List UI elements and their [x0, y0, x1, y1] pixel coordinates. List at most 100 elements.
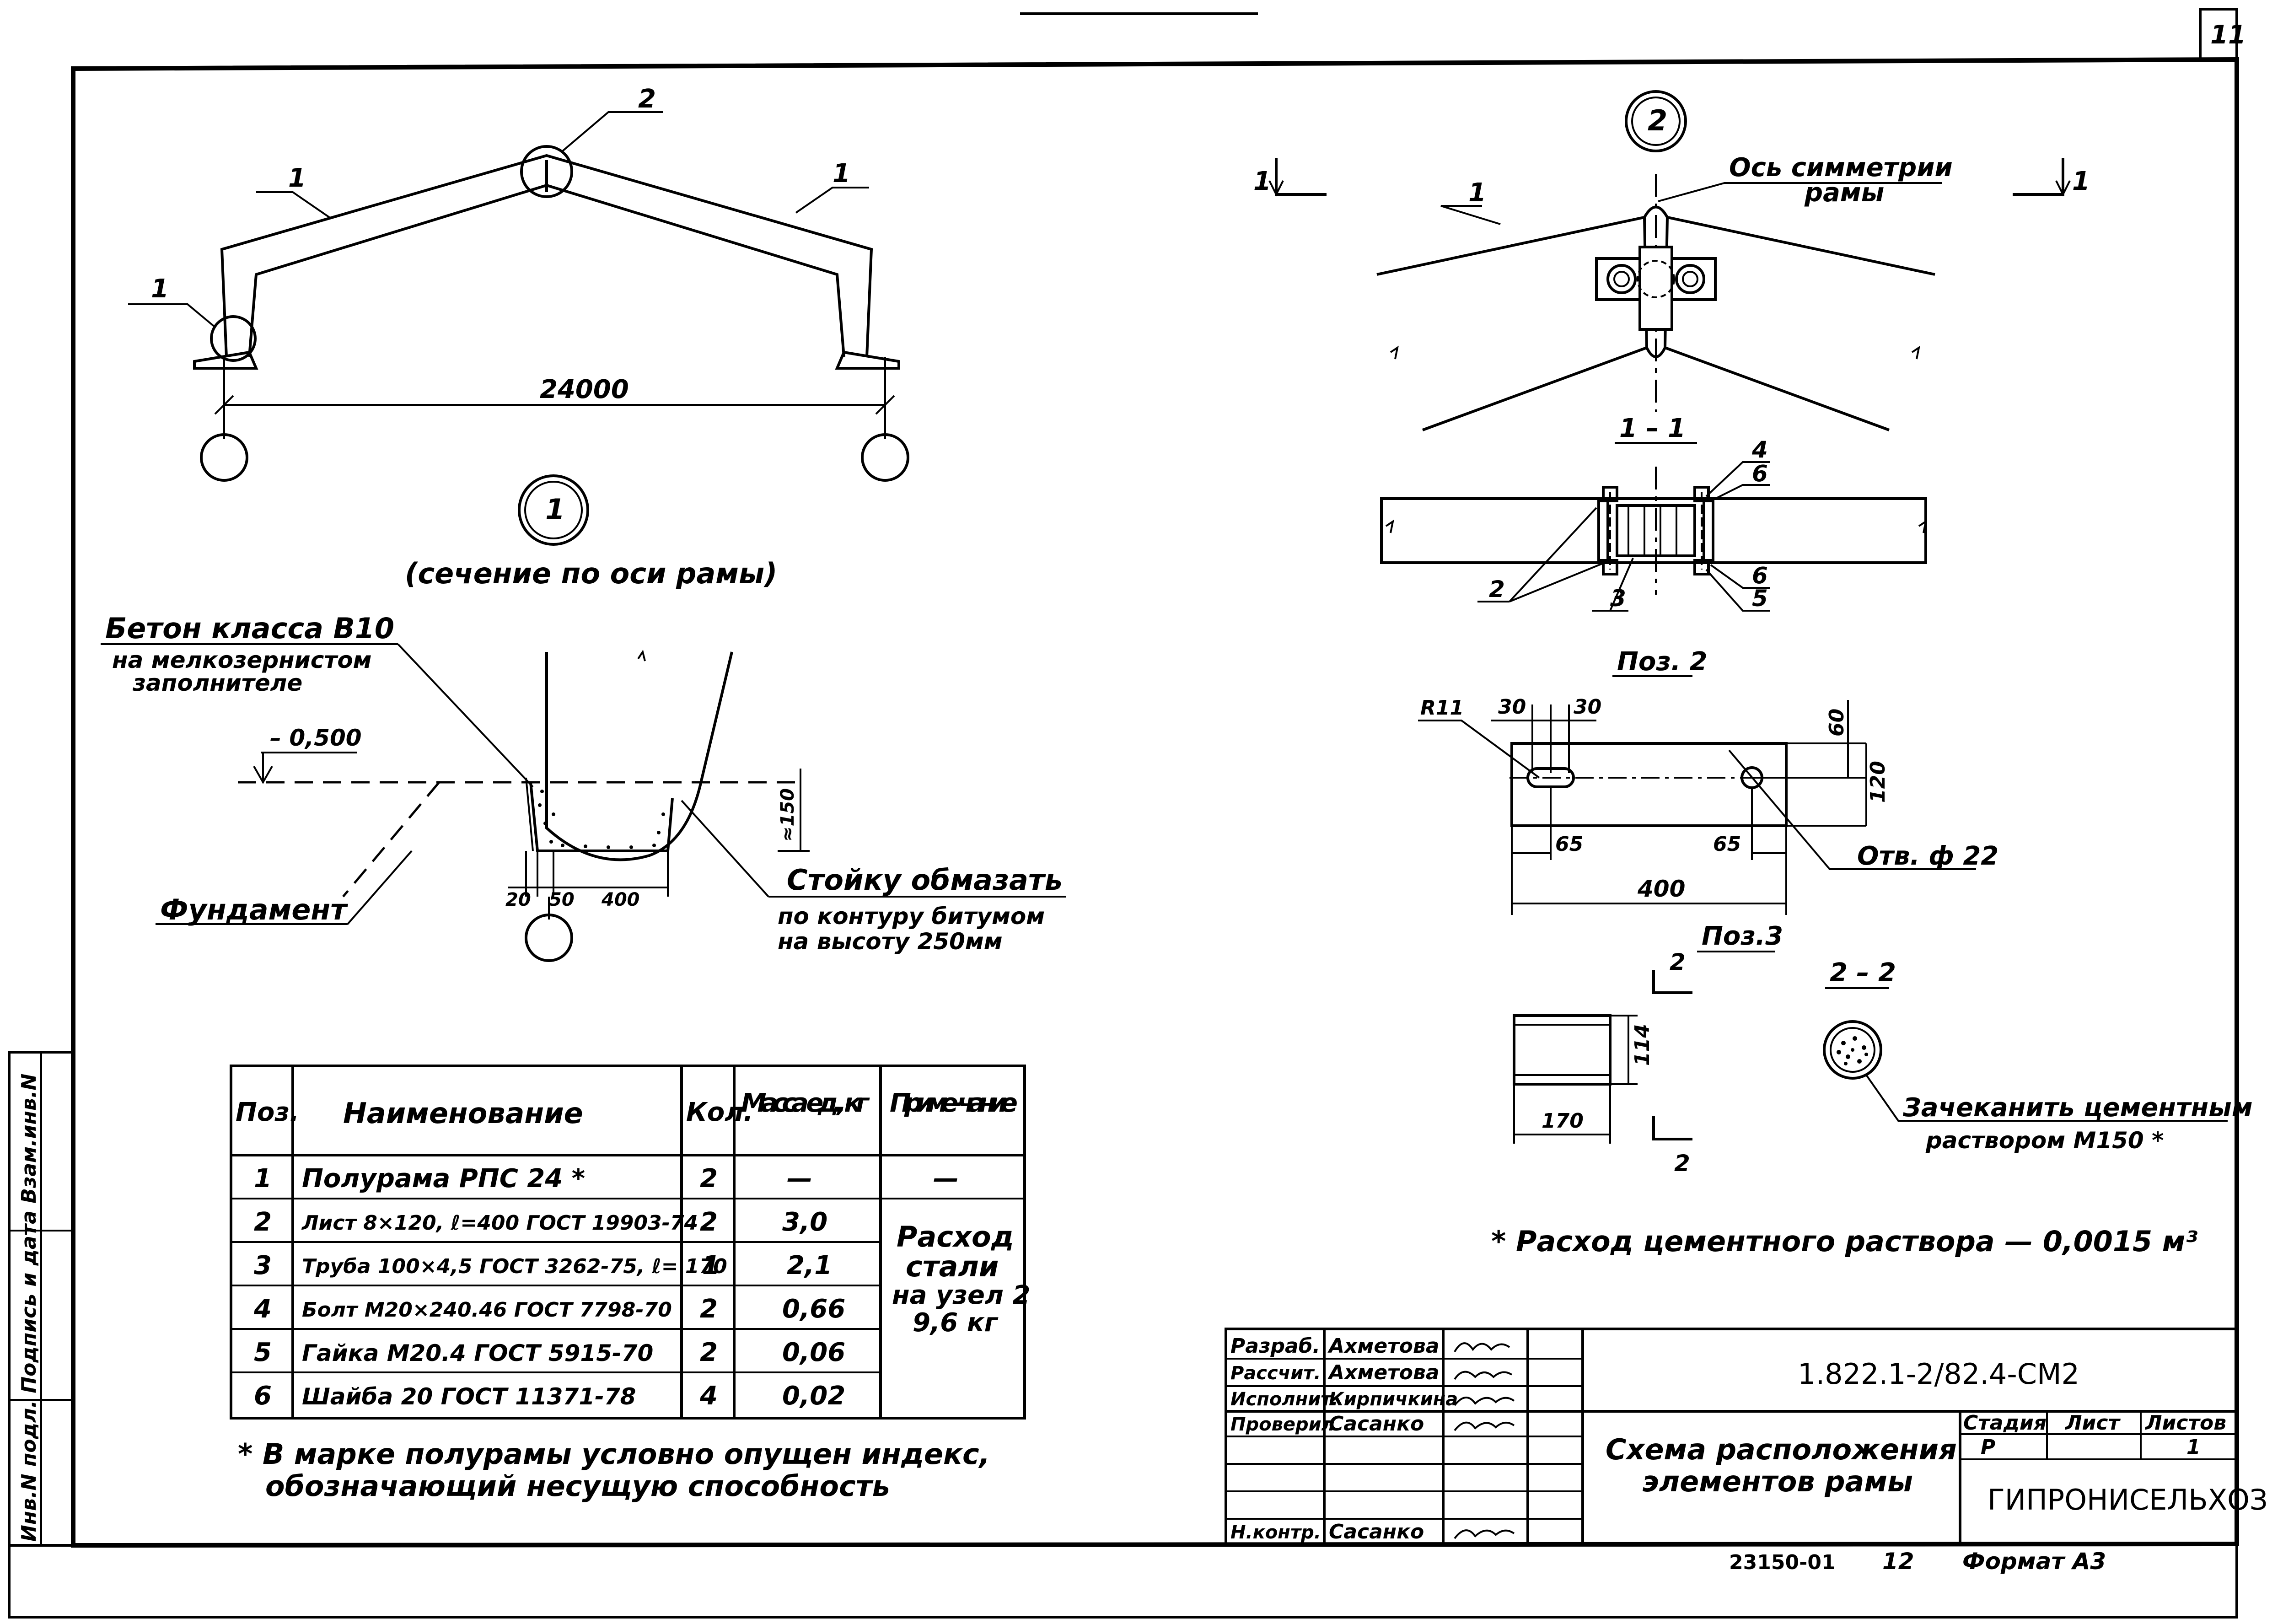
s22-note-line1: Зачеканить цементным	[1902, 1093, 2253, 1123]
frame-dimension: 24000	[540, 375, 629, 404]
poz2-hole: Отв. ф 22	[1857, 841, 1998, 871]
copy-number: 12	[1882, 1548, 1914, 1575]
role-4: Проверил	[1230, 1414, 1335, 1435]
row1-mass: —	[787, 1164, 812, 1194]
row6-qty: 4	[699, 1381, 718, 1411]
paper-format: Формат А3	[1962, 1548, 2106, 1575]
s11-label-6b: 6	[1752, 562, 1768, 589]
th-mass: Масса ед., кг	[741, 1088, 870, 1118]
table-row: 1 Полурама РПС 24 * 2 — —	[254, 1164, 959, 1194]
row5-mass: 0,06	[782, 1338, 845, 1367]
name-1: Ахметова	[1327, 1334, 1440, 1358]
bottom-margin-line	[8, 1544, 2238, 1619]
poz3-title: Поз.3	[1702, 921, 1783, 951]
drawing-code: 1.822.1-2/82.4-СМ2	[1798, 1357, 2079, 1391]
title-block: Разраб. Ахметова Рассчит. Ахметова Испол…	[1225, 1328, 2268, 1545]
frame-callout-1a: 1	[288, 163, 306, 193]
name-4: Сасанко	[1329, 1412, 1424, 1436]
section-1-1-title: 1 – 1	[1619, 414, 1686, 443]
name-3: Кирпичкина	[1329, 1389, 1458, 1410]
role-3: Исполнит.	[1230, 1389, 1338, 1410]
row5-name: Гайка М20.4 ГОСТ 5915-70	[302, 1340, 653, 1366]
section-1-1: 1 – 1 4 6 2 3 6 5	[1380, 414, 1927, 612]
row6-name: Шайба 20 ГОСТ 11371-78	[302, 1383, 636, 1410]
row2-mass: 3,0	[782, 1207, 827, 1237]
poz2-title: Поз. 2	[1617, 647, 1708, 677]
merged-note-2: стали	[906, 1250, 999, 1283]
merged-note-1: Расход	[897, 1220, 1014, 1253]
poz2-d30b: 30	[1574, 695, 1601, 719]
organization: ГИПРОНИСЕЛЬХОЗ	[1988, 1483, 2268, 1516]
frame-callout-1b: 1	[833, 159, 850, 188]
role-1: Разраб.	[1230, 1334, 1320, 1358]
spec-table: Поз. Наименование Кол. Масса ед., кг При…	[230, 1065, 1030, 1420]
row5-qty: 2	[700, 1338, 718, 1367]
s11-label-3: 3	[1610, 585, 1626, 612]
node-circle-label: 2	[1648, 104, 1667, 137]
table-row: 3 Труба 100×4,5 ГОСТ 3262-75, ℓ= 170 1 2…	[254, 1251, 832, 1280]
poz2-d65a: 65	[1555, 833, 1583, 856]
row2-pos: 2	[254, 1207, 272, 1237]
page-number: 11	[2210, 20, 2246, 50]
sheets-header: Листов	[2144, 1411, 2226, 1435]
column-note-line1: Стойку обмазать	[787, 863, 1063, 897]
level-mark: – 0,500	[270, 725, 362, 751]
row1-name: Полурама РПС 24 *	[302, 1164, 585, 1194]
frame-caption: (сечение по оси рамы)	[405, 557, 777, 590]
poz2-d60: 60	[1825, 709, 1848, 737]
row6-pos: 6	[254, 1381, 272, 1411]
name-2: Ахметова	[1327, 1361, 1440, 1384]
side-stamp-text: Инв.N подл. Подпись и дата Взам.инв.N	[17, 1074, 41, 1542]
th-pos: Поз.	[236, 1097, 299, 1127]
column-note-line2: по контуру битумом	[778, 903, 1045, 930]
concrete-line1: Бетон класса В10	[105, 612, 394, 645]
stage-header: Стадия	[1963, 1411, 2047, 1435]
row2-qty: 2	[700, 1207, 718, 1237]
row6-mass: 0,02	[782, 1381, 845, 1411]
row4-mass: 0,66	[782, 1294, 845, 1324]
sheets-value: 1	[2186, 1436, 2201, 1459]
frame-callout-2: 2	[638, 84, 656, 114]
row3-mass: 2,1	[787, 1251, 832, 1280]
s11-label-5: 5	[1752, 585, 1768, 612]
table-row: 4 Болт М20×240.46 ГОСТ 7798-70 2 0,66	[253, 1294, 845, 1324]
s11-label-6a: 6	[1752, 460, 1768, 487]
table-row: 2 Лист 8×120, ℓ=400 ГОСТ 19903-74 2 3,0	[254, 1207, 827, 1237]
section-2-2: 2 – 2 Зачеканить цементным раствором М15…	[1823, 958, 2253, 1154]
s11-label-2: 2	[1489, 576, 1505, 602]
poz3-cut-bottom: 2	[1674, 1150, 1690, 1177]
s11-label-4: 4	[1751, 436, 1768, 463]
frame-circle-label: 1	[545, 493, 565, 526]
row3-pos: 3	[254, 1251, 272, 1280]
archive-number: 23150-01	[1729, 1551, 1836, 1574]
row4-qty: 2	[700, 1294, 718, 1324]
row4-pos: 4	[253, 1294, 272, 1324]
page-number-box	[2199, 8, 2238, 61]
sheet-header: Лист	[2064, 1411, 2121, 1435]
poz2-detail: Поз. 2 R11 30 30 60 120 65 65 400	[1418, 647, 1998, 915]
role-2: Рассчит.	[1230, 1363, 1321, 1384]
section-2-2-title: 2 – 2	[1830, 958, 1896, 988]
section-mark-left: 1	[1253, 167, 1271, 196]
poz2-d30a: 30	[1498, 695, 1526, 719]
stage-value: Р	[1981, 1436, 1995, 1459]
concrete-line3: заполнителе	[132, 670, 302, 696]
poz3-cut-top: 2	[1670, 949, 1686, 975]
dim-150: ≈150	[777, 788, 798, 842]
th-name: Наименование	[343, 1097, 583, 1130]
table-footnote-line1: * В марке полурамы условно опущен индекс…	[238, 1437, 990, 1471]
table-footnote-line2: обозначающий несущую способность	[265, 1469, 890, 1503]
merged-note-3: на узел 2	[892, 1280, 1030, 1310]
row3-name: Труба 100×4,5 ГОСТ 3262-75, ℓ= 170	[302, 1255, 727, 1278]
poz2-d65b: 65	[1713, 833, 1741, 856]
table-row: 5 Гайка М20.4 ГОСТ 5915-70 2 0,06	[254, 1338, 845, 1367]
merged-note-4: 9,6 кг	[913, 1308, 999, 1338]
th-note: Приме- чание	[890, 1088, 1018, 1118]
row1-pos: 1	[254, 1164, 272, 1194]
row3-qty: 1	[702, 1251, 720, 1280]
poz2-d400: 400	[1637, 876, 1685, 902]
dim-20: 20	[505, 889, 531, 910]
row1-note: —	[933, 1164, 959, 1194]
poz3-detail: Поз.3 2 2 114 170	[1513, 921, 1783, 1177]
